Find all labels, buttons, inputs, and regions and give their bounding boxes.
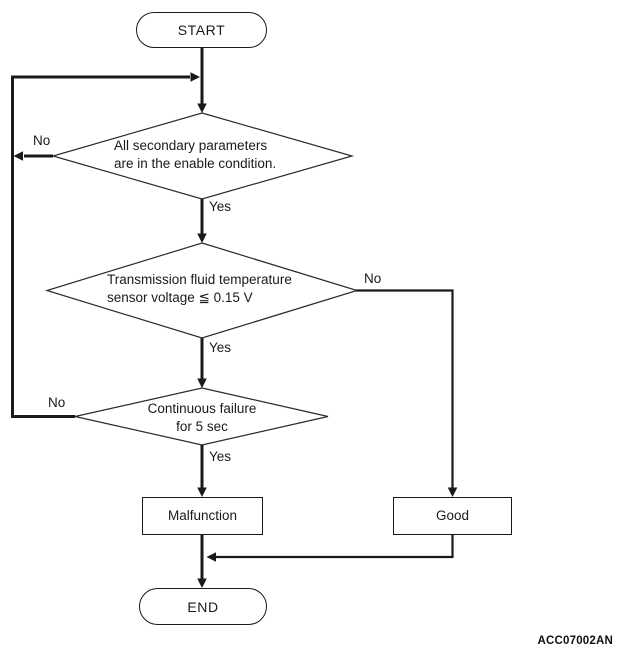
arrowhead-into-end	[197, 578, 207, 588]
arrowhead-into-decision1	[197, 103, 207, 113]
end-terminal: END	[139, 588, 267, 625]
arrowhead-loop-into-mainline	[190, 72, 200, 82]
arrowhead-decision1-no	[13, 151, 23, 161]
arrowhead-into-decision2	[197, 233, 207, 243]
decision1-line2: are in the enable condition.	[114, 155, 277, 171]
decision2-line2: sensor voltage ≦ 0.15 V	[107, 289, 253, 305]
figure-code: ACC07002AN	[537, 635, 613, 647]
edge-decision2-no	[356, 289, 454, 489]
decision2-text: Transmission fluid temperature sensor vo…	[107, 271, 292, 306]
decision3-line1: Continuous failure	[147, 401, 257, 416]
decision2-line1: Transmission fluid temperature	[107, 272, 292, 287]
arrowhead-into-malfunction	[197, 487, 207, 497]
malfunction-label: Malfunction	[167, 508, 238, 523]
arrowhead-into-good	[447, 487, 458, 497]
end-label: END	[187, 598, 219, 615]
arrowhead-into-decision3	[197, 378, 207, 388]
arrowhead-good-into-mainline	[206, 552, 216, 562]
decision1-line1: All secondary parameters	[114, 138, 268, 153]
good-box: Good	[393, 497, 512, 535]
decision3-line2: for 5 sec	[176, 418, 228, 434]
decision3-no-label: No	[47, 395, 67, 410]
start-terminal: START	[136, 12, 267, 48]
decision2-no-label: No	[363, 271, 383, 286]
decision1-yes-label: Yes	[208, 199, 233, 214]
good-label: Good	[435, 508, 470, 523]
decision1-no-label: No	[32, 133, 52, 148]
malfunction-box: Malfunction	[142, 497, 263, 535]
decision3-text: Continuous failure for 5 sec	[148, 400, 257, 435]
decision1-text: All secondary parameters are in the enab…	[114, 137, 276, 172]
start-label: START	[177, 22, 226, 38]
decision2-yes-label: Yes	[208, 340, 233, 355]
decision3-yes-label: Yes	[208, 449, 233, 464]
edge-good-to-mainline	[216, 535, 454, 559]
edge-decision3-no-loop	[11, 75, 190, 418]
